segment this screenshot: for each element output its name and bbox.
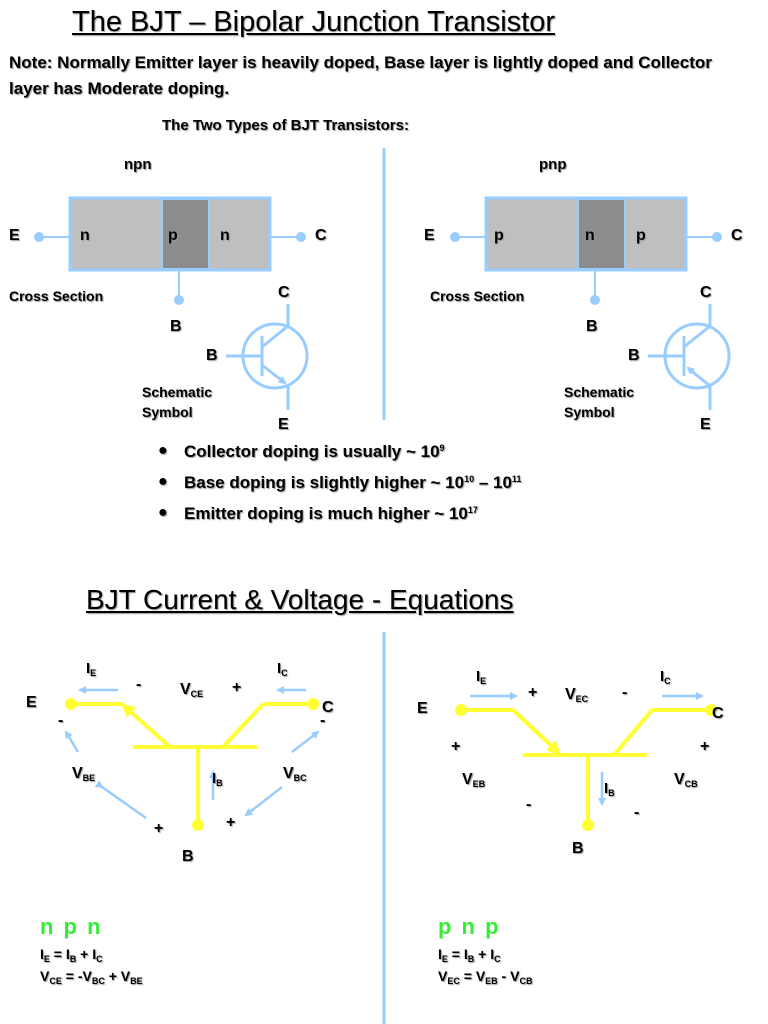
npn-cross-section xyxy=(34,196,306,305)
npn-vbe-plus: + xyxy=(154,820,164,837)
pnp-heading: p n p xyxy=(438,914,501,939)
equations-title: BJT Current & Voltage - Equations xyxy=(86,584,514,615)
bullet-base-doping: ●Base doping is slightly higher ~ 1010 –… xyxy=(158,473,522,492)
npn-vbe-minus: - xyxy=(58,712,64,729)
npn-terminal-b: B xyxy=(170,318,182,335)
pnp-node-c xyxy=(705,704,717,716)
pnp-ib-label: IB xyxy=(604,780,615,798)
npn-heading: n p n xyxy=(40,914,103,939)
types-heading: The Two Types of BJT Transistors: xyxy=(162,117,409,134)
pnp-node-b-label: B xyxy=(572,840,584,857)
pnp-vec-plus: + xyxy=(528,684,538,701)
npn-layer-emitter: n xyxy=(80,227,90,244)
bullet-dot: ● xyxy=(158,442,168,459)
npn-ic-label: IC xyxy=(277,660,288,678)
bullet-dot: ● xyxy=(158,504,168,521)
npn-label: npn xyxy=(124,156,152,173)
npn-node-b-label: B xyxy=(182,848,194,865)
pnp-layer-collector: p xyxy=(636,227,646,244)
pnp-vec-minus: - xyxy=(622,684,628,701)
npn-symbol-e: E xyxy=(278,416,289,433)
npn-voltage-equation: VCE = -VBC + VBE xyxy=(40,968,143,986)
npn-vbc-minus: - xyxy=(320,712,326,729)
npn-schematic-line2: Symbol xyxy=(142,404,193,420)
npn-layer-collector: n xyxy=(220,227,230,244)
pnp-node-e xyxy=(455,704,467,716)
pnp-symbol-c: C xyxy=(700,284,712,301)
pnp-node-c-label: C xyxy=(712,705,724,722)
bullet-dot: ● xyxy=(158,473,168,490)
npn-node-e xyxy=(65,698,77,710)
npn-node-e-label: E xyxy=(26,694,37,711)
pnp-yellow-transistor xyxy=(462,708,710,822)
pnp-vec-label: VEC xyxy=(565,686,589,704)
npn-node-c xyxy=(307,698,319,710)
pnp-veb-minus: - xyxy=(526,796,532,813)
pnp-vcb-minus: - xyxy=(634,804,640,821)
npn-yellow-transistor xyxy=(72,702,312,822)
pnp-vcb-label: VCB xyxy=(674,771,698,789)
npn-schematic-line1: Schematic xyxy=(142,384,213,400)
pnp-ic-label: IC xyxy=(660,668,671,686)
npn-vce-minus: - xyxy=(136,676,142,693)
pnp-cross-section xyxy=(450,196,722,305)
pnp-terminal-e: E xyxy=(424,227,435,244)
npn-ie-label: IE xyxy=(86,660,97,678)
pnp-schematic-line1: Schematic xyxy=(564,384,635,400)
pnp-symbol-b: B xyxy=(628,347,640,364)
pnp-voltage-equation: VEC = VEB - VCB xyxy=(438,968,533,986)
pnp-label: pnp xyxy=(539,156,567,173)
npn-vce-label: VCE xyxy=(180,681,204,699)
pnp-node-e-label: E xyxy=(417,700,428,717)
bullet-emitter-doping: ●Emitter doping is much higher ~ 1017 xyxy=(158,504,478,523)
npn-layer-base: p xyxy=(168,227,178,244)
npn-terminal-e: E xyxy=(9,227,20,244)
npn-symbol-b: B xyxy=(206,347,218,364)
pnp-terminal-c: C xyxy=(731,227,743,244)
npn-vbe-label: VBE xyxy=(72,765,96,783)
pnp-terminal-b: B xyxy=(586,318,598,335)
pnp-cross-section-label: Cross Section xyxy=(430,288,525,304)
npn-vce-plus: + xyxy=(232,679,242,696)
pnp-vcb-plus: + xyxy=(700,738,710,755)
doping-note: Note: Normally Emitter layer is heavily … xyxy=(9,53,712,98)
bullet-collector-doping: ●Collector doping is usually ~ 109 xyxy=(158,442,445,461)
npn-symbol-c: C xyxy=(278,284,290,301)
npn-current-equation: IE = IB + IC xyxy=(40,946,103,964)
npn-node-b xyxy=(192,819,204,831)
pnp-schematic-symbol xyxy=(648,304,731,410)
pnp-current-equation: IE = IB + IC xyxy=(438,946,501,964)
npn-ib-label: IB xyxy=(212,770,223,788)
pnp-schematic-line2: Symbol xyxy=(564,404,615,420)
npn-node-c-label: C xyxy=(322,699,334,716)
pnp-layer-base: n xyxy=(585,227,595,244)
npn-vbc-plus: + xyxy=(226,814,236,831)
npn-cross-section-label: Cross Section xyxy=(9,288,104,304)
npn-blue-arrows xyxy=(64,686,320,820)
npn-vbc-label: VBC xyxy=(283,765,307,783)
pnp-symbol-e: E xyxy=(700,416,711,433)
pnp-veb-label: VEB xyxy=(462,771,486,789)
pnp-node-b xyxy=(582,819,594,831)
npn-schematic-symbol xyxy=(226,304,309,410)
npn-terminal-c: C xyxy=(315,227,327,244)
pnp-blue-arrows xyxy=(470,692,704,806)
pnp-veb-plus: + xyxy=(451,738,461,755)
pnp-ie-label: IE xyxy=(476,668,487,686)
pnp-layer-emitter: p xyxy=(494,227,504,244)
page-title: The BJT – Bipolar Junction Transistor xyxy=(72,6,556,38)
